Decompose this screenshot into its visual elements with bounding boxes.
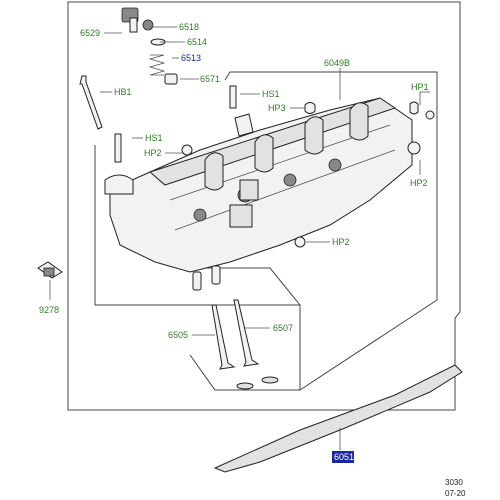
cam-cap-left [104, 174, 134, 195]
label-6514: 6514 [187, 37, 207, 47]
cylinder-head [109, 97, 413, 273]
label-hb1: HB1 [114, 87, 132, 97]
label-6505: 6505 [168, 330, 188, 340]
reference-code-line2: 07-20 [445, 489, 466, 498]
sensor-9278 [37, 261, 63, 279]
head-gasket [213, 364, 463, 473]
head-assembly-frame [94, 71, 438, 391]
label-hp2-bottom: HP2 [332, 237, 350, 247]
label-6529: 6529 [80, 28, 100, 38]
head-bolts [79, 75, 435, 248]
label-6513: 6513 [181, 53, 201, 63]
valves-subframe [189, 267, 301, 391]
label-hp2-right: HP2 [410, 178, 428, 188]
label-9278: 9278 [39, 305, 59, 315]
valves [192, 265, 279, 390]
label-6571: 6571 [200, 74, 220, 84]
reference-code-line1: 3030 [445, 478, 463, 487]
highlight-box-6051 [332, 451, 354, 463]
valve-train-parts [121, 7, 178, 85]
label-6051: 6051 [334, 452, 354, 462]
label-hp2-left: HP2 [144, 148, 162, 158]
outer-frame [67, 1, 461, 411]
label-6049b: 6049B [324, 58, 350, 68]
label-hs1-top: HS1 [262, 89, 280, 99]
label-hs1-left: HS1 [145, 133, 163, 143]
label-6518: 6518 [179, 22, 199, 32]
label-hp3: HP3 [268, 103, 286, 113]
cam-cap-top [234, 113, 254, 137]
label-hp1: HP1 [411, 82, 429, 92]
leader-lines [49, 26, 430, 450]
label-6507: 6507 [273, 323, 293, 333]
